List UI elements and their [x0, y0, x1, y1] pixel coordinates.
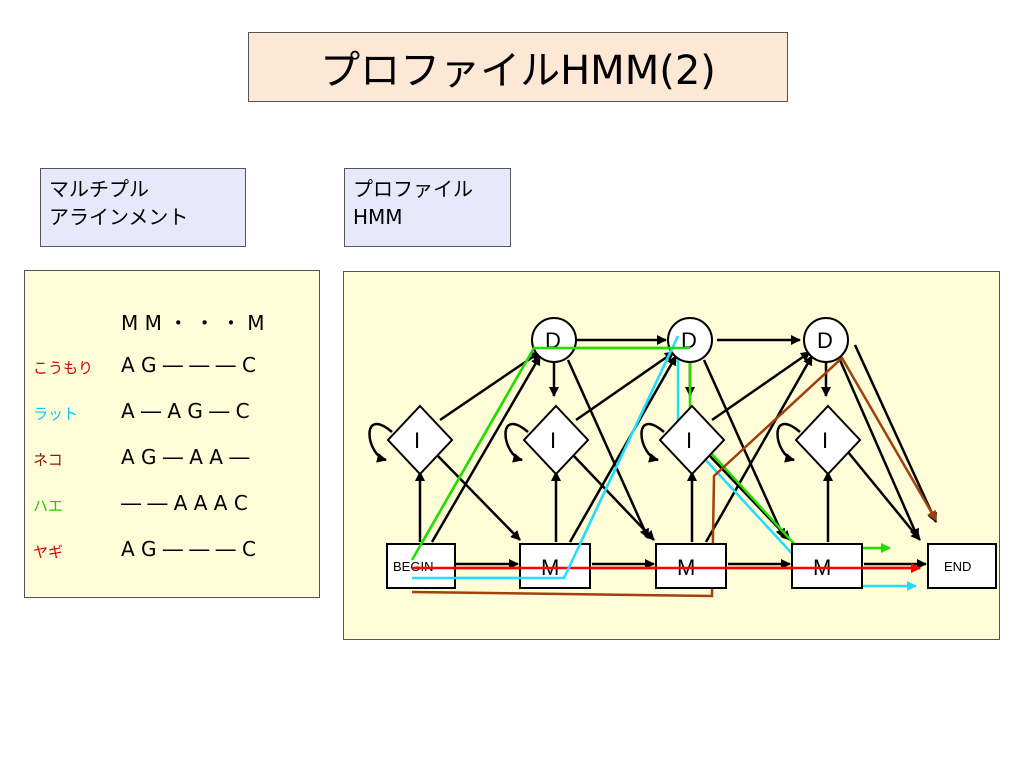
transitions	[368, 335, 938, 569]
profile-hmm-label-line2: HMM	[353, 205, 403, 229]
alignment-row-goat: ヤギ A G ― ― ― C	[25, 533, 319, 573]
sequence-rat: A ― A G ― C	[121, 399, 250, 423]
state-match-1: M	[519, 543, 591, 589]
insert-1-label: I	[550, 428, 556, 453]
path-green-overlay	[410, 346, 690, 561]
state-insert-2: I	[658, 404, 726, 476]
state-match-3: M	[791, 543, 863, 589]
alignment-row-cat: ネコ A G ― A A ―	[25, 441, 319, 481]
alignment-panel: M M ・ ・ ・ M こうもり A G ― ― ― C ラット A ― A G…	[24, 270, 320, 598]
alignment-row-rat: ラット A ― A G ― C	[25, 395, 319, 435]
multiple-alignment-label-line2: アラインメント	[49, 205, 189, 229]
sequence-cat: A G ― A A ―	[121, 445, 250, 469]
state-insert-3: I	[794, 404, 862, 476]
sequence-name-fly: ハエ	[33, 497, 64, 515]
alignment-row-bat: こうもり A G ― ― ― C	[25, 349, 319, 389]
path-brown	[411, 356, 938, 598]
state-delete-3: D	[803, 317, 849, 363]
sequence-name-goat: ヤギ	[33, 543, 64, 561]
state-match-2: M	[655, 543, 727, 589]
state-insert-0: I	[386, 404, 454, 476]
state-end: END	[927, 543, 997, 589]
page-title-text: プロファイルHMM(2)	[320, 48, 716, 94]
profile-hmm-label: プロファイル HMM	[344, 168, 511, 247]
path-cyan-overlay	[412, 335, 680, 580]
begin-label: BEGIN	[393, 559, 433, 574]
state-delete-2: D	[667, 317, 713, 363]
sequence-bat: A G ― ― ― C	[121, 353, 256, 377]
page-title: プロファイルHMM(2)	[248, 32, 788, 102]
insert-2-label: I	[686, 428, 692, 453]
alignment-header: M M ・ ・ ・ M	[121, 311, 265, 335]
profile-hmm-label-line1: プロファイル	[353, 177, 473, 201]
alignment-row-fly: ハエ ― ― A A A C	[25, 487, 319, 527]
sequence-name-cat: ネコ	[33, 451, 63, 469]
state-insert-1: I	[522, 404, 590, 476]
end-label: END	[944, 559, 971, 574]
insert-3-label: I	[822, 428, 828, 453]
multiple-alignment-label: マルチプル アラインメント	[40, 168, 246, 247]
delete-3-label: D	[817, 328, 833, 353]
sequence-goat: A G ― ― ― C	[121, 537, 256, 561]
sequence-name-rat: ラット	[33, 405, 79, 423]
state-delete-1: D	[531, 317, 577, 363]
multiple-alignment-label-line1: マルチプル	[49, 177, 149, 201]
state-begin: BEGIN	[386, 543, 456, 589]
sequence-fly: ― ― A A A C	[121, 491, 248, 515]
insert-0-label: I	[414, 428, 420, 453]
alignment-header-row: M M ・ ・ ・ M	[25, 303, 319, 343]
sequence-name-bat: こうもり	[33, 359, 94, 377]
